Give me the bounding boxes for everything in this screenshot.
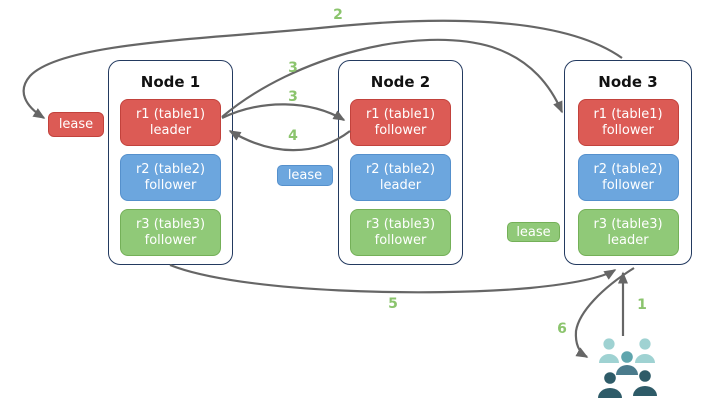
- replica-role: follower: [374, 232, 427, 248]
- node3-replica-r3: r3 (table3) leader: [577, 209, 679, 256]
- users-group-icon: [598, 338, 657, 398]
- replica-role: follower: [602, 122, 654, 138]
- node-1-box: Node 1 r1 (table1) leader r2 (table2) fo…: [108, 60, 233, 265]
- replica-role: follower: [144, 177, 197, 193]
- step-label-3b: 3: [288, 89, 298, 105]
- node-3-title: Node 3: [598, 73, 658, 91]
- arrow-step6-node3-to-users: [574, 267, 635, 358]
- lease-label: lease: [58, 117, 94, 132]
- lease-badge-r3: lease: [507, 222, 560, 242]
- replica-name: r1 (table1): [593, 106, 663, 122]
- replica-name: r3 (table3): [593, 216, 663, 232]
- replica-name: r1 (table1): [135, 106, 206, 122]
- replica-role: leader: [149, 122, 192, 138]
- node1-replica-r1: r1 (table1) leader: [120, 99, 221, 146]
- replica-role: follower: [602, 177, 654, 193]
- arrow-step5-node1-to-node3: [169, 263, 617, 294]
- step-label-2: 2: [333, 7, 343, 23]
- lease-badge-r2: lease: [277, 165, 333, 186]
- replica-name: r2 (table2): [365, 161, 436, 177]
- replica-name: r3 (table3): [365, 216, 436, 232]
- node-2-title: Node 2: [370, 73, 431, 91]
- step-label-3a: 3: [288, 60, 298, 76]
- replica-role: follower: [374, 122, 427, 138]
- replica-name: r2 (table2): [135, 161, 206, 177]
- node1-replica-r2: r2 (table2) follower: [120, 154, 221, 201]
- step-label-4: 4: [288, 128, 298, 144]
- replica-name: r2 (table2): [593, 161, 663, 177]
- node-2-box: Node 2 r1 (table1) follower r2 (table2) …: [338, 60, 463, 265]
- replica-name: r3 (table3): [135, 216, 206, 232]
- node2-replica-r1: r1 (table1) follower: [350, 99, 451, 146]
- node-3-box: Node 3 r1 (table1) follower r2 (table2) …: [564, 60, 692, 265]
- node1-replica-r3: r3 (table3) follower: [120, 209, 221, 256]
- node-1-title: Node 1: [140, 73, 201, 91]
- lease-badge-r1: lease: [48, 112, 104, 137]
- replica-role: leader: [379, 177, 422, 193]
- step-label-1: 1: [637, 297, 647, 313]
- replica-role: follower: [144, 232, 197, 248]
- node2-replica-r3: r3 (table3) follower: [350, 209, 451, 256]
- replica-role: leader: [607, 232, 649, 248]
- step-label-5: 5: [388, 296, 398, 312]
- arrow-step3-leader-to-node2-follower: [221, 103, 346, 121]
- node2-replica-r2: r2 (table2) leader: [350, 154, 451, 201]
- step-label-6: 6: [557, 321, 567, 337]
- lease-label: lease: [287, 168, 323, 183]
- node3-replica-r2: r2 (table2) follower: [577, 154, 679, 201]
- node3-replica-r1: r1 (table1) follower: [577, 99, 679, 146]
- lease-label: lease: [516, 224, 551, 240]
- replica-name: r1 (table1): [365, 106, 436, 122]
